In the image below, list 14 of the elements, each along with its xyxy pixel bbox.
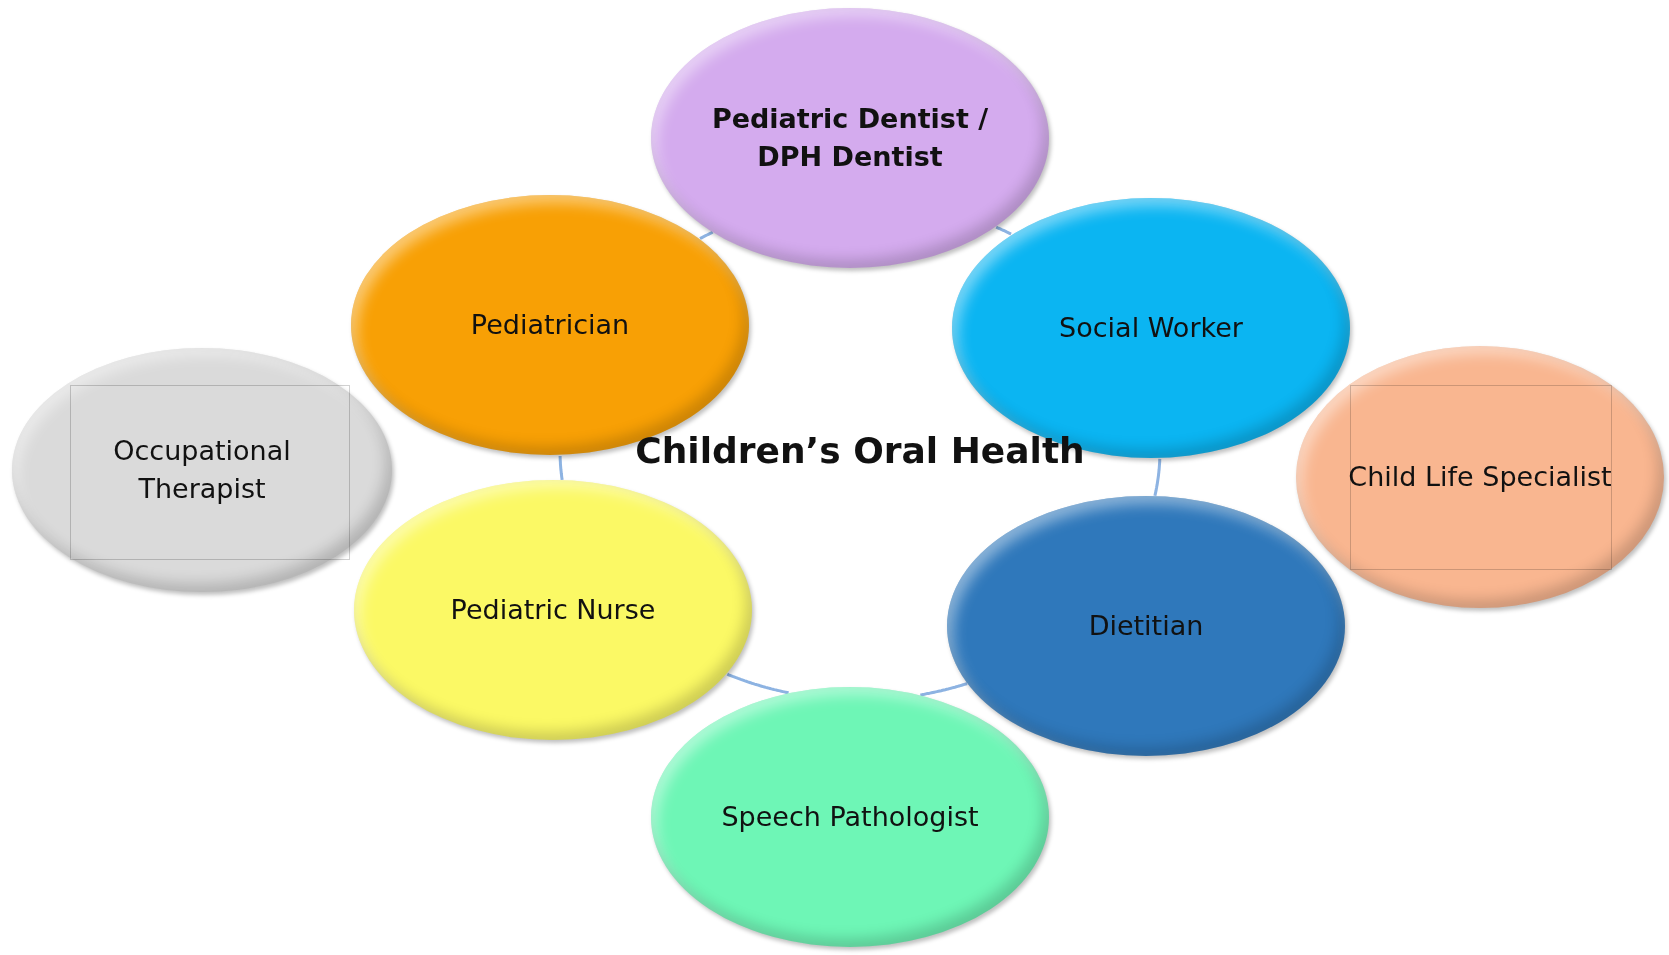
connector-arc <box>1153 458 1162 497</box>
connector-arc <box>558 455 564 481</box>
connector-arc <box>920 682 968 697</box>
role-label: Pediatric Nurse <box>450 593 656 628</box>
role-label: Pediatric Dentist / DPH Dentist <box>710 102 990 174</box>
connector-arc <box>995 225 1012 236</box>
role-label: Dietitian <box>1088 609 1204 644</box>
diagram-title: Children’s Oral Health <box>635 429 1085 471</box>
role-label: Social Worker <box>1059 311 1243 346</box>
role-label: Child Life Specialist <box>1348 460 1612 495</box>
role-label: Pediatrician <box>470 308 630 343</box>
connector-arc <box>726 672 789 695</box>
role-label: Occupational Therapist <box>112 434 292 506</box>
role-label: Speech Pathologist <box>721 800 979 835</box>
